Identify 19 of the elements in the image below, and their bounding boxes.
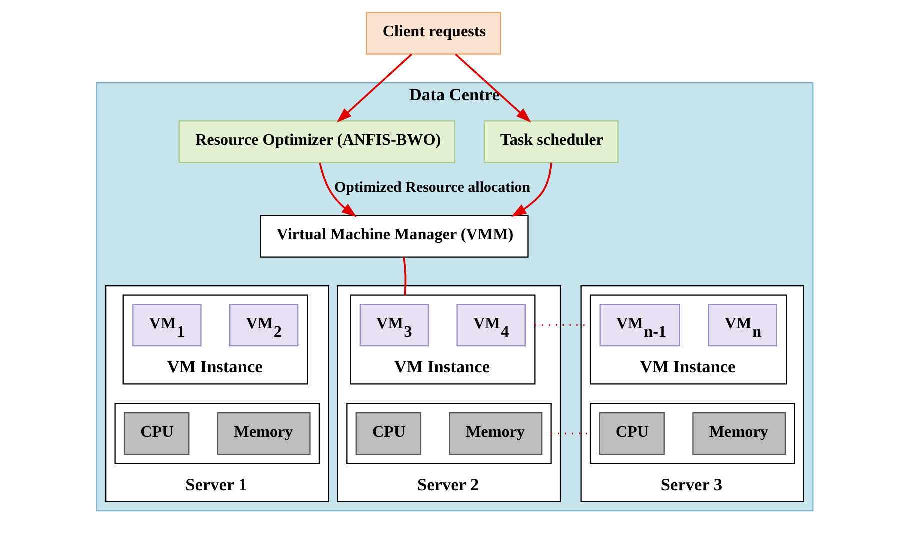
node-box: Memory bbox=[217, 412, 311, 456]
edge-label: Optimized Resource allocation bbox=[334, 180, 531, 196]
node-box: Virtual Machine Manager (VMM) bbox=[260, 215, 529, 258]
arrow bbox=[455, 54, 532, 123]
connector bbox=[403, 257, 407, 296]
cluster bbox=[346, 403, 552, 464]
node-box: CPU bbox=[356, 412, 422, 456]
arrow bbox=[511, 162, 552, 218]
node-box: Memory bbox=[692, 412, 786, 456]
arrow bbox=[336, 54, 412, 123]
node-box: Resource Optimizer (ANFIS-BWO) bbox=[178, 120, 456, 164]
node-box: CPU bbox=[124, 412, 190, 456]
node-box: Client requests bbox=[366, 12, 502, 55]
cluster bbox=[114, 403, 320, 464]
node-box: Task scheduler bbox=[484, 120, 619, 164]
arrow bbox=[319, 162, 357, 218]
node-box: Memory bbox=[449, 412, 543, 456]
cluster bbox=[590, 403, 796, 464]
node-box: CPU bbox=[599, 412, 665, 456]
